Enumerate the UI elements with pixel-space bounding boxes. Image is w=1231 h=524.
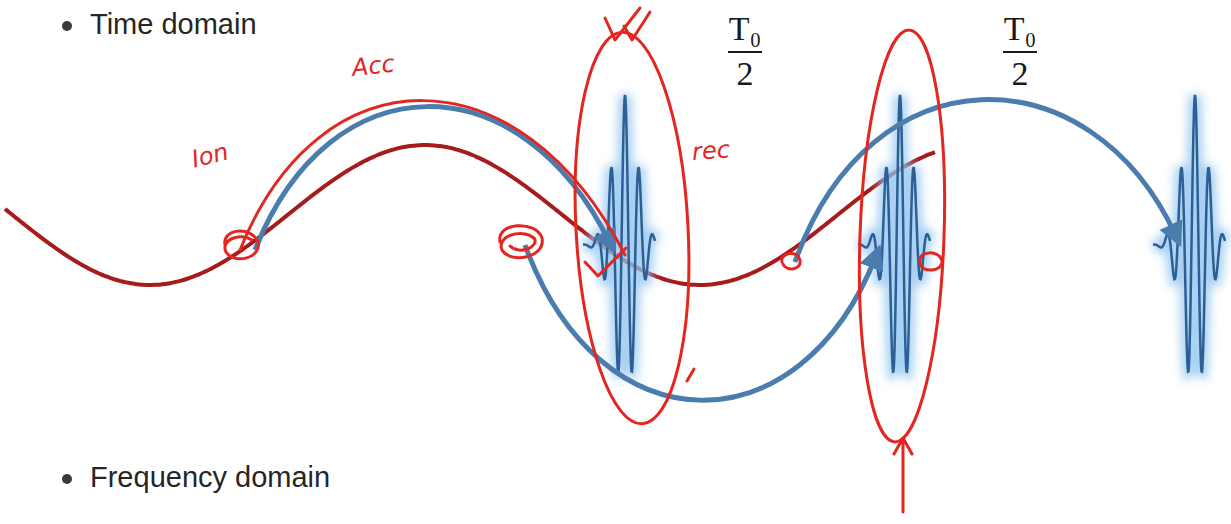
- fraction-denominator: 2: [1012, 57, 1029, 91]
- handwritten-note: Acc: [351, 52, 396, 80]
- annotation-ellipse: [566, 29, 698, 426]
- bullet-heading: Frequency domain: [90, 463, 330, 492]
- annotation-ellipse: [853, 29, 951, 444]
- bullet-heading: Time domain: [90, 10, 257, 39]
- annotation-circle: [782, 253, 800, 269]
- fraction-numerator: T₀: [1004, 12, 1037, 46]
- handwritten-note: Ion: [189, 139, 231, 171]
- check-mark: [585, 248, 626, 276]
- bullet-dot: [62, 474, 72, 484]
- annotation-arc: [240, 101, 625, 255]
- fraction-bar: [728, 51, 762, 53]
- electron-trajectory: [795, 100, 1176, 262]
- burst-glow: [1153, 95, 1225, 372]
- fraction-numerator: T₀: [729, 12, 762, 46]
- handwritten-note: rec: [691, 137, 730, 164]
- burst-glow: [583, 95, 655, 372]
- fraction-denominator: 2: [737, 57, 754, 91]
- annotation-circle: [225, 231, 259, 259]
- bullet-dot: [62, 21, 72, 31]
- annotation-circle: [500, 226, 543, 258]
- annotation-tick: [687, 369, 694, 381]
- laser-field-wave: [5, 145, 935, 285]
- electron-trajectory: [255, 107, 610, 250]
- fraction-bar: [1003, 51, 1037, 53]
- attosecond-burst: [583, 95, 655, 372]
- annotation-circle: [920, 253, 942, 270]
- attosecond-burst: [1153, 95, 1225, 372]
- annotation-arrow: [894, 438, 912, 512]
- check-mark: [624, 12, 650, 40]
